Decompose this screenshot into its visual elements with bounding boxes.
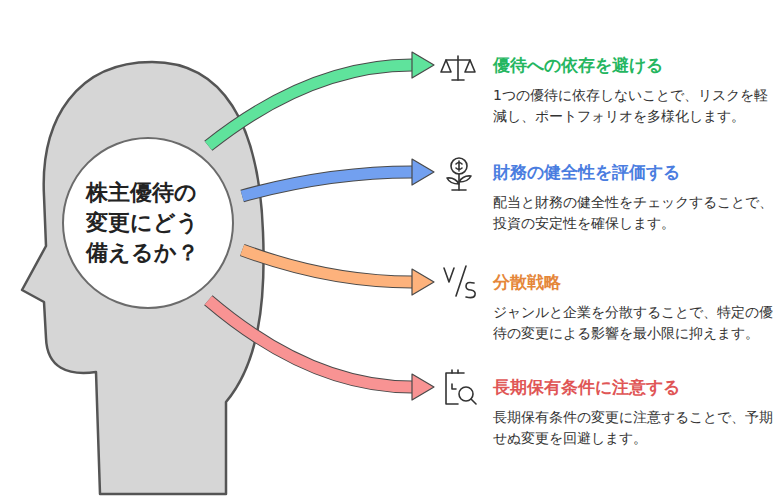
curved-arrow	[242, 159, 434, 196]
strategy-item: 財務の健全性を評価する配当と財務の健全性をチェックすることで、投資の安定性を確保…	[438, 159, 774, 234]
strategy-item: 優待への依存を避ける 1つの優待に依存しないことで、リスクを軽減し、ポートフォリオ…	[438, 52, 774, 127]
item-heading: 分散戦略	[493, 269, 774, 295]
item-heading: 財務の健全性を評価する	[493, 159, 774, 185]
arrow-shaft-outline	[242, 172, 412, 196]
arrow-head	[412, 269, 434, 295]
arrow-shaft	[242, 172, 412, 196]
strategy-item: 長期保有条件に注意する長期保有条件の変更に注意することで、予期せぬ変更を回避しま…	[438, 374, 774, 449]
money-plant-icon	[447, 158, 471, 190]
item-description: 1つの優待に依存しないことで、リスクを軽減し、ポートフォリオを多様化します。	[493, 85, 774, 127]
scale-icon	[441, 56, 475, 80]
item-description: 長期保有条件の変更に注意することで、予期せぬ変更を回避します。	[493, 407, 774, 449]
clock-search-icon	[446, 370, 476, 404]
central-question: 株主優待の変更にどう備えるか？	[86, 178, 210, 267]
curved-arrow	[208, 300, 434, 400]
curved-arrow	[242, 250, 434, 295]
strategy-item: 分散戦略ジャンルと企業を分散することで、特定の優待の変更による影響を最小限に抑え…	[438, 269, 774, 344]
arrow-shaft	[242, 250, 412, 282]
arrow-head	[412, 374, 434, 400]
item-description: ジャンルと企業を分散することで、特定の優待の変更による影響を最小限に抑えます。	[493, 302, 774, 344]
title-circle: 株主優待の変更にどう備えるか？	[62, 137, 234, 309]
arrow-head	[412, 52, 434, 78]
arrow-shaft	[208, 300, 412, 387]
arrow-head	[412, 159, 434, 185]
arrow-shaft-outline	[242, 250, 412, 282]
curved-arrow	[208, 52, 434, 146]
versus-icon	[444, 266, 475, 298]
item-heading: 優待への依存を避ける	[493, 52, 774, 78]
item-description: 配当と財務の健全性をチェックすることで、投資の安定性を確保します。	[493, 192, 774, 234]
item-heading: 長期保有条件に注意する	[493, 374, 774, 400]
arrow-shaft	[208, 65, 412, 146]
arrow-shaft-outline	[208, 65, 412, 146]
arrow-shaft-outline	[208, 300, 412, 387]
